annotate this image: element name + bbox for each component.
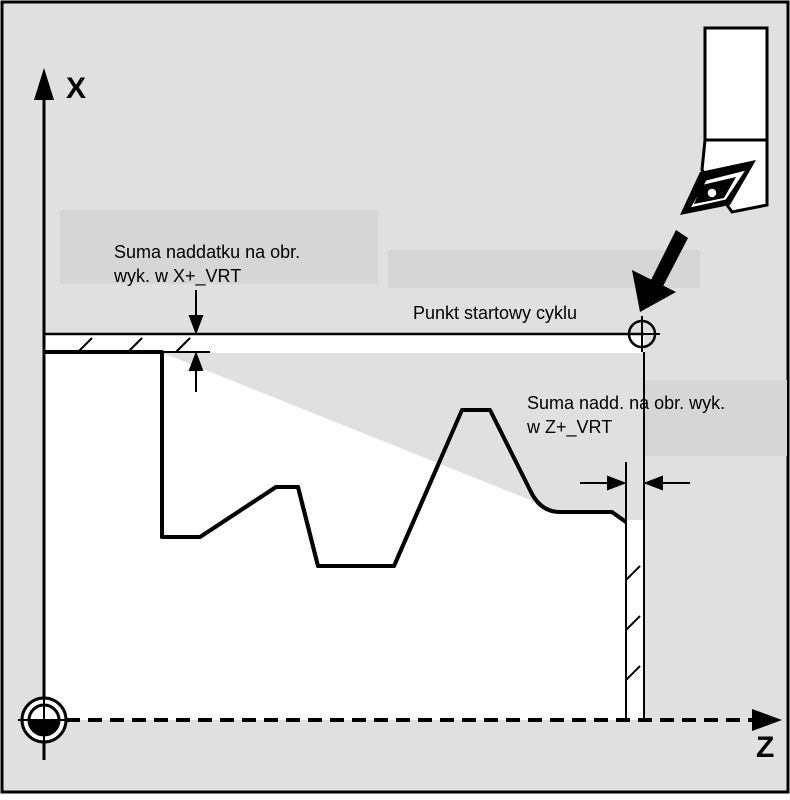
x-axis-label: X <box>66 72 86 105</box>
finished-contour-top <box>160 352 628 568</box>
allowance-x-label-line1: Suma naddatku na obr. <box>114 242 300 262</box>
z-allowance-dimension <box>580 352 690 520</box>
allowance-z-label-line1: Suma nadd. na obr. wyk. <box>527 393 725 413</box>
z-axis-label: Z <box>756 731 774 764</box>
z-axis-arrow <box>752 709 782 731</box>
origin-symbol <box>18 694 70 746</box>
allowance-x-label-line2: wyk. w X+_VRT <box>113 266 241 287</box>
allowance-z-label-line2: w Z+_VRT <box>526 417 612 438</box>
label-box-allowance-x <box>60 210 378 284</box>
cycle-start-point-icon <box>624 316 660 352</box>
x-allowance-dimension <box>184 290 210 392</box>
allowance-hatch-z-front <box>625 510 645 720</box>
cycle-start-label: Punkt startowy cyklu <box>413 303 577 323</box>
approach-arrow-icon <box>632 230 688 312</box>
x-axis-arrow <box>34 68 54 100</box>
turning-tool-icon <box>680 26 769 215</box>
